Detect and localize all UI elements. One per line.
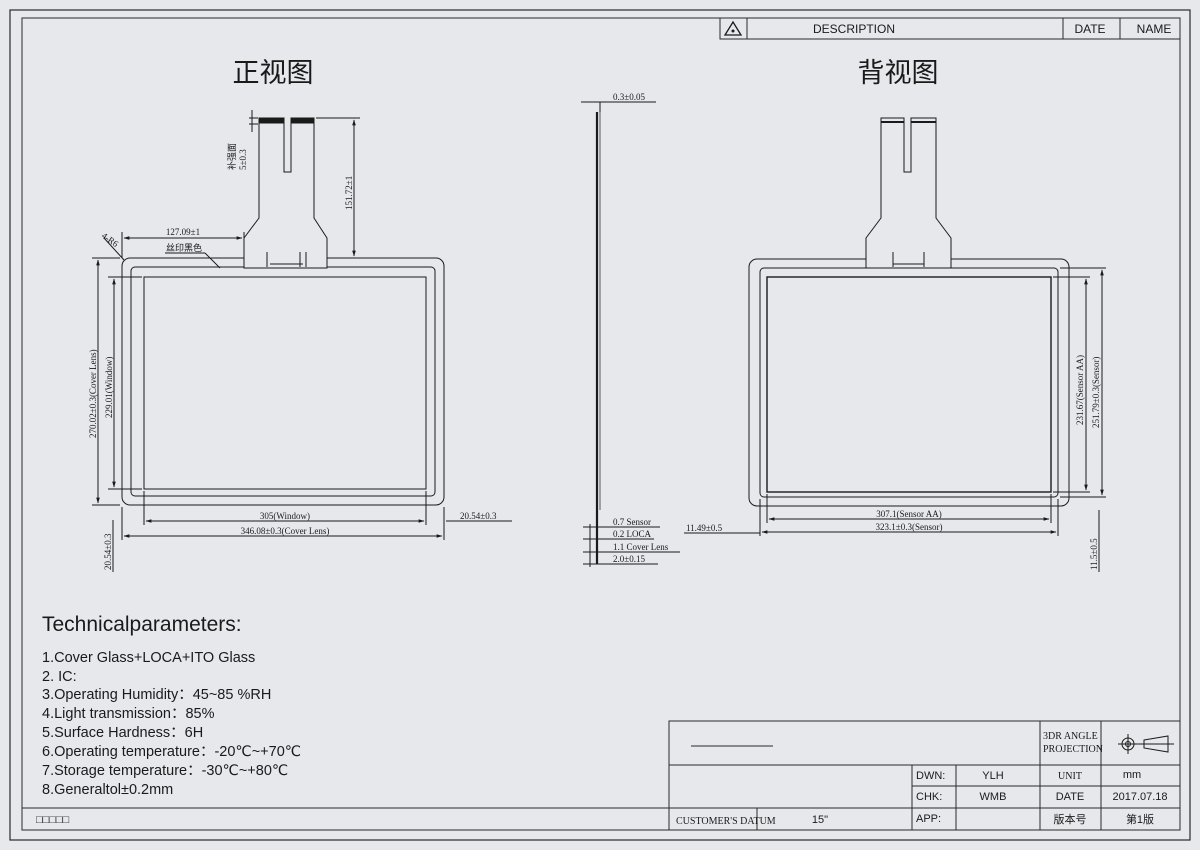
front-height-window: 229.01(Window) [104, 357, 114, 418]
unit-value: mm [1123, 769, 1141, 781]
tech-item: 8.Generaltol±0.2mm [42, 782, 173, 798]
front-width-window: 305(Window) [260, 511, 310, 521]
version-value: 第1版 [1126, 812, 1154, 826]
projection-line-2: PROJECTION [1043, 744, 1103, 755]
back-width-aa: 307.1(Sensor AA) [876, 509, 942, 519]
side-view [581, 101, 680, 567]
version-label: 版本号 [1054, 812, 1087, 826]
date-value: 2017.07.18 [1112, 791, 1167, 803]
tech-item: 4.Light transmission：85% [42, 706, 215, 722]
side-top-thickness: 0.3±0.05 [613, 92, 645, 102]
tech-item: 7.Storage temperature：-30℃~+80℃ [42, 763, 288, 779]
front-view [92, 110, 512, 572]
front-height-cover: 270.02±0.3(Cover Lens) [88, 349, 98, 438]
front-silk-note: 丝印黑色 [166, 242, 202, 253]
date-label: DATE [1056, 791, 1085, 803]
front-view-title: 正视图 [233, 58, 314, 88]
projection-symbol-icon [1118, 734, 1174, 754]
projection-line-1: 3DR ANGLE [1043, 731, 1098, 742]
back-width-sensor: 323.1±0.3(Sensor) [876, 522, 943, 532]
header-date: DATE [1074, 22, 1105, 36]
back-height-sensor: 251.79±0.3(Sensor) [1091, 357, 1101, 428]
front-window [143, 276, 427, 490]
front-fpc-stiffener-left [258, 117, 285, 124]
title-block [22, 720, 1181, 831]
back-fpc [865, 117, 952, 269]
chk-label: CHK: [916, 791, 942, 803]
tech-title: Technicalparameters: [42, 613, 242, 636]
unit-label: UNIT [1058, 771, 1082, 782]
front-margin-bottom: 20.54±0.3 [103, 533, 113, 570]
side-sensor: 0.7 Sensor [613, 517, 651, 527]
back-view [684, 117, 1106, 572]
side-dim-labels: 0.3±0.05 0.7 Sensor 0.2 LOCA 1.1 Cover L… [613, 92, 669, 564]
footer-code: □□□□□ [36, 814, 70, 826]
dwn-value: YLH [982, 770, 1003, 782]
front-fpc-length: 151.72±1 [344, 176, 354, 210]
back-margin-right: 11.5±0.5 [1089, 538, 1099, 570]
chk-value: WMB [980, 791, 1007, 803]
revision-triangle-icon [723, 20, 743, 36]
side-cover-lens: 1.1 Cover Lens [613, 542, 669, 552]
dwn-label: DWN: [916, 770, 945, 782]
tech-item: 5.Surface Hardness：6H [42, 725, 203, 741]
front-fpc-thickness-value: 5±0.3 [238, 149, 248, 170]
back-view-title: 背视图 [858, 58, 939, 88]
tech-item: 1.Cover Glass+LOCA+ITO Glass [42, 650, 255, 666]
header-name: NAME [1137, 22, 1172, 36]
inner-frame [21, 17, 1181, 831]
size-value: 15" [812, 814, 828, 826]
title-block-text: 3DR ANGLE PROJECTION DWN: YLH UNIT mm CH… [36, 731, 1168, 827]
back-margin-left: 11.49±0.5 [686, 523, 723, 533]
header-description: DESCRIPTION [813, 22, 895, 36]
side-total: 2.0±0.15 [613, 554, 645, 564]
tech-item: 2. IC: [42, 669, 77, 685]
front-margin-right: 20.54±0.3 [460, 511, 497, 521]
front-width-cover: 346.08±0.3(Cover Lens) [241, 526, 330, 536]
side-loca: 0.2 LOCA [613, 529, 652, 539]
tech-item: 6.Operating temperature：-20℃~+70℃ [42, 744, 301, 760]
revision-header: DESCRIPTION DATE NAME [719, 17, 1181, 40]
tech-parameters: Technicalparameters: 1.Cover Glass+LOCA+… [42, 613, 301, 798]
back-dim-labels: 231.67(Sensor AA) 251.79±0.3(Sensor) 307… [686, 355, 1101, 570]
app-label: APP: [916, 813, 941, 825]
tech-item: 3.Operating Humidity：45~85 %RH [42, 687, 271, 703]
front-fpc-thickness-label: 补强面 [226, 143, 237, 170]
back-height-aa: 231.67(Sensor AA) [1075, 355, 1085, 425]
front-offset-x: 127.09±1 [166, 227, 200, 237]
front-fpc-stiffener-right [290, 117, 315, 124]
customer-datum-label: CUSTOMER'S DATUM [676, 816, 776, 827]
back-sensor-aa [766, 276, 1052, 493]
